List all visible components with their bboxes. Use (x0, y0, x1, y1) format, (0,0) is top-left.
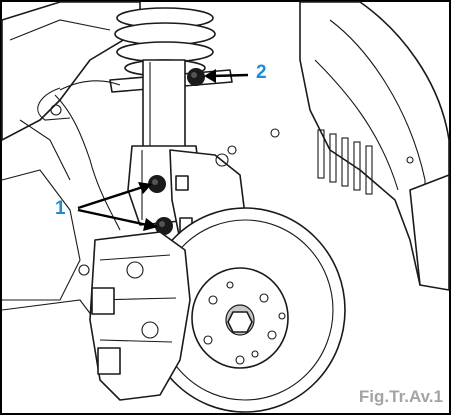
inner-panel (1, 1, 141, 321)
brake-hose (54, 80, 121, 231)
strut-bolt-icon (148, 175, 193, 235)
coil-spring (114, 7, 216, 77)
callout-2: 2 (256, 62, 267, 83)
figure-caption: Fig.Tr.Av.1 (358, 387, 443, 406)
arrow-icon (77, 182, 158, 231)
callout-1: 1 (55, 198, 66, 219)
arrow-icon-2 (204, 69, 249, 83)
caliper-icon (78, 231, 191, 401)
arch-slots (317, 129, 373, 195)
wheel-arch (270, 1, 450, 291)
brake-disc-icon (144, 207, 346, 413)
top-nut-icon (187, 68, 205, 86)
